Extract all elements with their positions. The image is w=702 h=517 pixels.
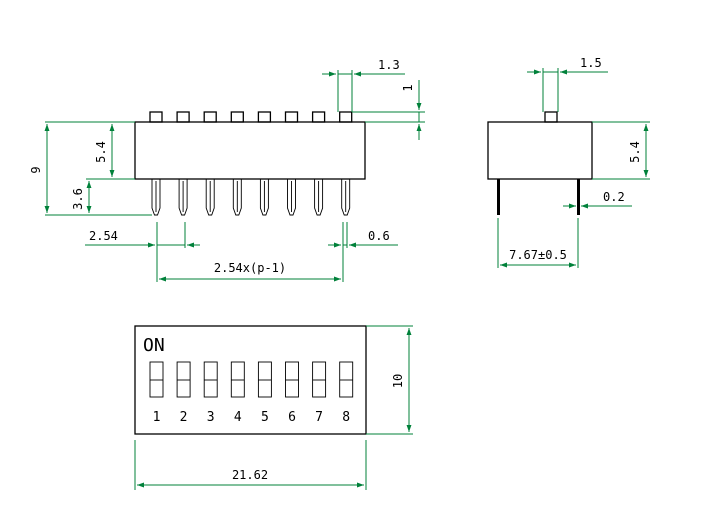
end-actuator (544, 111, 558, 123)
dim-label-actuator-width: 1.3 (378, 58, 400, 72)
side-actuators (149, 111, 353, 123)
switch-number: 3 (207, 410, 215, 425)
dim-label-body-height: 5.4 (94, 141, 108, 163)
side-pins (151, 179, 351, 216)
switch-number: 1 (153, 410, 161, 425)
switch-number: 4 (234, 410, 242, 425)
on-label: ON (143, 335, 165, 356)
switch-slot (257, 361, 272, 398)
side-actuator (230, 111, 244, 123)
side-pin (287, 179, 296, 216)
switch-slot (176, 361, 191, 398)
side-body (134, 121, 366, 180)
end-pin-left (497, 179, 500, 215)
side-pin (314, 179, 324, 216)
switch-number: 7 (315, 410, 323, 425)
top-switches (149, 361, 354, 398)
dim-label-pin-thickness: 0.2 (603, 190, 625, 204)
dim-label-row-length: 2.54x(p-1) (214, 261, 286, 275)
dim-label-length: 21.62 (232, 468, 268, 482)
switch-number: 5 (261, 410, 269, 425)
top-view: ON 1 2 3 4 5 6 7 8 10 21.62 (134, 325, 413, 490)
side-actuator (284, 111, 299, 123)
switch-slot (203, 361, 218, 398)
side-pin (259, 179, 269, 216)
switch-slot (230, 361, 245, 398)
dim-label-total-height: 9 (29, 166, 43, 173)
top-body (134, 325, 367, 435)
side-pin (178, 179, 188, 216)
side-pin (232, 179, 242, 216)
dim-label-pin-width: 0.6 (368, 229, 390, 243)
side-view: 9 5.4 3.6 1.3 1 2.54 0.6 2.54x(p-1) (29, 58, 425, 282)
side-actuator (176, 111, 190, 123)
switch-slot (339, 361, 354, 398)
dim-label-row-spacing: 7.67±0.5 (509, 248, 567, 262)
side-actuator (149, 111, 163, 123)
end-pin-right (577, 179, 580, 215)
side-actuator (203, 111, 217, 123)
top-switch-numbers: 1 2 3 4 5 6 7 8 (153, 410, 351, 425)
side-pin (341, 179, 351, 216)
side-pin (151, 179, 161, 216)
dim-label-pin-pitch: 2.54 (89, 229, 118, 243)
end-body (487, 121, 593, 180)
switch-number: 2 (180, 410, 188, 425)
dim-label-width: 10 (391, 374, 405, 388)
switch-number: 8 (342, 410, 350, 425)
switch-slot (285, 361, 299, 398)
end-view: 1.5 5.4 0.2 7.67±0.5 (487, 56, 650, 268)
side-pin (205, 179, 215, 216)
side-actuator (311, 111, 326, 123)
switch-number: 6 (288, 410, 296, 425)
side-actuator (339, 111, 353, 123)
switch-slot (312, 361, 327, 398)
side-actuator (257, 111, 272, 123)
dim-label-end-actuator-width: 1.5 (580, 56, 602, 70)
dim-label-end-body-height: 5.4 (628, 141, 642, 163)
switch-slot (149, 361, 164, 398)
dim-label-actuator-height: 1 (401, 84, 415, 91)
dim-label-pin-length: 3.6 (71, 188, 85, 210)
